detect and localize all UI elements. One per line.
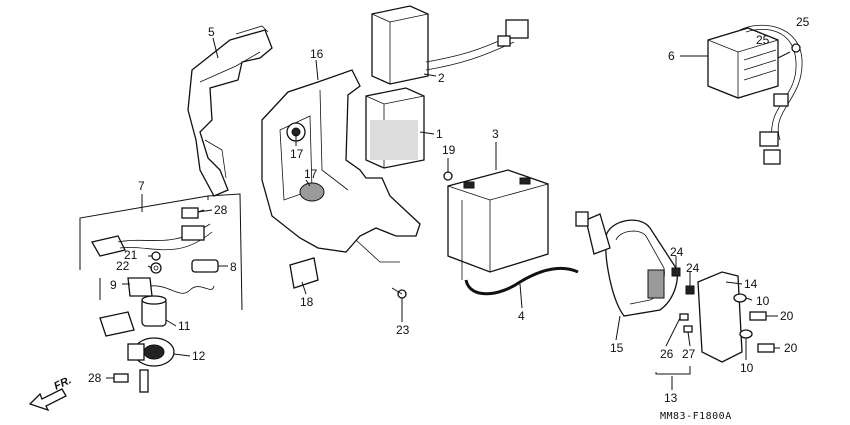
callout-13: 13 [664, 391, 678, 405]
callout-22: 22 [116, 259, 130, 273]
part-14-plate [697, 271, 743, 363]
callout-16: 16 [310, 47, 324, 61]
callout-10a: 10 [756, 294, 770, 308]
callout-18: 18 [300, 295, 314, 309]
diagram-code: MM83-F1800A [660, 411, 732, 422]
callout-27: 27 [682, 347, 696, 361]
callout-28b: 28 [88, 371, 102, 385]
part-28-clip-top [181, 207, 199, 219]
callout-17b: 17 [304, 167, 318, 181]
leader-lines [106, 37, 780, 390]
part-5-cover [187, 25, 273, 197]
callout-3: 3 [492, 127, 499, 141]
callout-28a: 28 [214, 203, 228, 217]
callout-26: 26 [660, 347, 674, 361]
callout-6: 6 [668, 49, 675, 63]
callout-7: 7 [138, 179, 145, 193]
callout-14: 14 [744, 277, 758, 291]
callout-21: 21 [124, 248, 138, 262]
front-direction-arrow: FR. [28, 374, 73, 412]
part-15-housing [575, 211, 678, 317]
callout-numbers: 1 2 3 4 5 6 7 8 9 10 10 11 12 13 14 15 1… [88, 15, 810, 405]
part-2-cdi-unit [371, 5, 529, 85]
part-16-bracket [261, 69, 421, 263]
callout-20a: 20 [780, 309, 794, 323]
part-4-cable [464, 266, 579, 296]
part-6-regulator [707, 24, 803, 165]
callout-25b: 25 [756, 33, 770, 47]
direction-label: FR. [52, 374, 73, 392]
part-23-bolt [391, 287, 407, 299]
callout-2: 2 [438, 71, 445, 85]
callout-12: 12 [192, 349, 206, 363]
callout-23: 23 [396, 323, 410, 337]
part-18-label [289, 257, 319, 289]
callout-19: 19 [442, 143, 456, 157]
callout-10b: 10 [740, 361, 754, 375]
callout-5: 5 [208, 25, 215, 39]
callout-24b: 24 [686, 261, 700, 275]
callout-17a: 17 [290, 147, 304, 161]
part-3-battery [447, 169, 549, 280]
callout-1: 1 [436, 127, 443, 141]
part-7-wiring-group [79, 193, 243, 393]
callout-11: 11 [178, 319, 191, 333]
part-1-case [365, 87, 425, 169]
callout-4: 4 [518, 309, 525, 323]
callout-9: 9 [110, 278, 117, 292]
callout-20b: 20 [784, 341, 798, 355]
callout-15: 15 [610, 341, 624, 355]
part-19-screw [443, 171, 453, 181]
callout-25a: 25 [796, 15, 810, 29]
callout-8: 8 [230, 260, 237, 274]
callout-24a: 24 [670, 245, 684, 259]
part-25-bolt [777, 43, 801, 59]
